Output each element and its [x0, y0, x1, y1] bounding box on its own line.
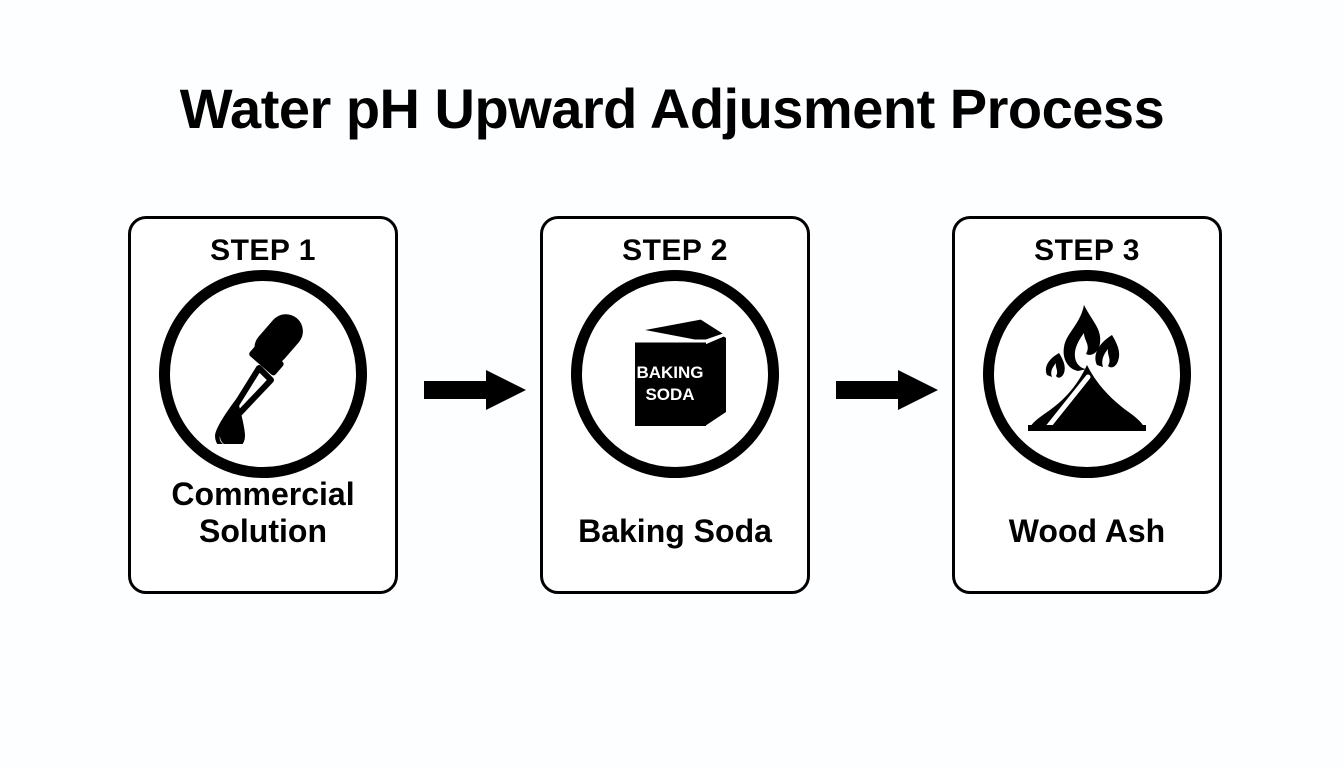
box-text-line1: BAKING [636, 363, 703, 382]
arrow-step1-to-step2 [424, 370, 526, 410]
arrow-step2-to-step3 [836, 370, 938, 410]
baking-soda-box-icon: BAKING SODA [635, 316, 730, 426]
step-card-1[interactable]: STEP 1 Commercial Solution [128, 216, 398, 594]
page-title: Water pH Upward Adjusment Process [179, 77, 1165, 140]
step-number-label-2: STEP 2 [622, 234, 728, 267]
step-icon-circle-3 [983, 270, 1191, 478]
step-title-1: Commercial Solution [171, 475, 355, 550]
step-icon-circle-1 [159, 270, 367, 478]
dropper-icon [215, 314, 303, 444]
step-title-2: Baking Soda [578, 513, 772, 550]
step-card-2[interactable]: STEP 2 BAKING SODA Baking Soda [540, 216, 810, 594]
step-number-label-3: STEP 3 [1034, 234, 1140, 267]
step-title-3: Wood Ash [1008, 513, 1166, 550]
step-icon-circle-2: BAKING SODA [571, 270, 779, 478]
box-text-line2: SODA [645, 385, 694, 404]
ash-pile-flame-icon [1028, 305, 1146, 431]
step-card-3[interactable]: STEP 3 Wood Ash [952, 216, 1222, 594]
step-number-label-1: STEP 1 [210, 234, 316, 267]
